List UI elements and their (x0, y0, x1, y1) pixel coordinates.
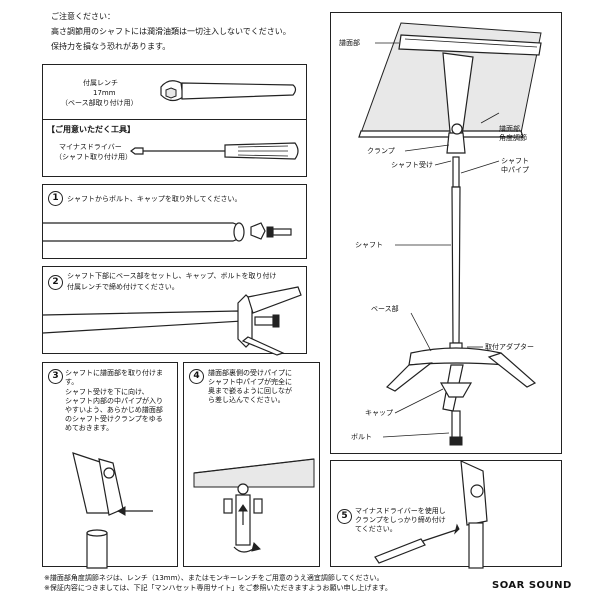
wrench-icon (160, 80, 297, 102)
driver-label-2: （シャフト取り付け用） (55, 153, 132, 161)
step-3-illustration (72, 452, 153, 569)
step-3-line-4: シャフト内部の中パイプが入り (65, 397, 163, 405)
label-receiver: シャフト受け (391, 161, 433, 169)
label-shaft: シャフト (355, 241, 383, 249)
notice-section: ご注意ください： 高さ調節用のシャフトには潤滑油類は一切注入しないでください。 … (45, 12, 325, 52)
label-bolt: ボルト (351, 433, 372, 441)
step-3-box: 3 シャフトに譜面部を取り付けま す。 シャフト受けを下に向け、 シャフト内部の… (42, 362, 178, 569)
step-4-illustration (193, 458, 315, 553)
step-3-line-7: めておきます。 (65, 424, 114, 432)
brand-logo: SOAR SOUND (492, 580, 572, 591)
step-4-line-3: 奥まで嵌るように回しなが (208, 387, 292, 395)
screwdriver-icon (130, 142, 299, 160)
prepare-heading: 【ご用意いただく工具】 (47, 125, 135, 134)
step-2-illustration (42, 286, 302, 356)
step-4-number: 4 (189, 369, 204, 384)
label-adapter: 取付アダプター (485, 343, 534, 351)
notice-line-1: 高さ調節用のシャフトには潤滑油類は一切注入しないでください。 (51, 27, 291, 36)
step-3-line-6: のシャフト受けクランプをゆる (65, 415, 163, 423)
step-1-illustration (43, 222, 292, 242)
tools-box: 付属レンチ 17mm （ベース部取り付け用） 【ご用意いただく工具】 マイナスド… (42, 64, 307, 177)
step-3-line-5: やすいよう、あらかじめ譜面部 (65, 406, 163, 414)
wrench-label-2: 17mm (93, 89, 116, 97)
label-desk: 譜面部 (339, 39, 360, 47)
step-5-line-1: マイナスドライバーを使用し (355, 507, 446, 515)
assembly-diagram-box: 譜面部 譜面部 角度調節 クランプ シャフト受け シャフト 中パイプ シャフト … (330, 12, 562, 454)
driver-label-1: マイナスドライバー (59, 143, 122, 151)
step-5-number: 5 (337, 509, 352, 524)
label-middle-pipe-1: シャフト (501, 157, 529, 165)
step-5-line-2: クランプをしっかり締め付け (355, 516, 446, 524)
label-clamp: クランプ (367, 147, 395, 155)
step-4-box: 4 譜面部裏側の受けパイプに シャフト中パイプが完全に 奥まで嵌るように回しなが… (183, 362, 320, 567)
notice-title: ご注意ください： (51, 12, 115, 21)
step-4-line-2: シャフト中パイプが完全に (208, 378, 292, 386)
step-3-number: 3 (48, 369, 63, 384)
label-angle-2: 角度調節 (499, 134, 527, 142)
assembly-illustration (358, 22, 542, 446)
wrench-label-1: 付属レンチ (83, 79, 118, 87)
step-2-number: 2 (48, 275, 63, 290)
step-3-line-3: シャフト受けを下に向け、 (65, 388, 149, 396)
step-3-line-1: シャフトに譜面部を取り付けま (65, 369, 163, 377)
step-2-line-1: シャフト下部にベース部をセットし、キャップ、ボルトを取り付け (67, 272, 277, 280)
step-3-line-2: す。 (65, 378, 79, 386)
label-middle-pipe-2: 中パイプ (501, 166, 529, 174)
wrench-label-3: （ベース部取り付け用） (61, 99, 138, 107)
step-5-line-3: てください。 (355, 525, 397, 533)
step-4-line-4: ら差し込んでください。 (208, 396, 285, 404)
step-1-box: 1 シャフトからボルト、キャップを取り外してください。 (42, 184, 307, 259)
label-base: ベース部 (371, 305, 399, 313)
step-1-number: 1 (48, 191, 63, 206)
label-angle-1: 譜面部 (499, 125, 520, 133)
step-4-line-1: 譜面部裏側の受けパイプに (208, 369, 292, 377)
step-2-line-2: 付属レンチで締め付けてください。 (67, 283, 179, 291)
step-1-text: シャフトからボルト、キャップを取り外してください。 (67, 195, 242, 203)
footer-note-1: ※譜面部角度調節ネジは、レンチ（13mm）、またはモンキーレンチをご用意のうえ適… (44, 574, 384, 582)
step-5-box: 5 マイナスドライバーを使用し クランプをしっかり締め付け てください。 (330, 460, 562, 569)
label-cap: キャップ (365, 409, 393, 417)
notice-line-2: 保持力を損なう恐れがあります。 (51, 42, 171, 51)
footer-note-2: ※保証内容につきましては、下記「マンハセット専用サイト」をご参照いただきますよう… (44, 584, 392, 592)
step-2-box: 2 シャフト下部にベース部をセットし、キャップ、ボルトを取り付け 付属レンチで締… (42, 266, 307, 356)
step-5-illustration (374, 460, 488, 569)
